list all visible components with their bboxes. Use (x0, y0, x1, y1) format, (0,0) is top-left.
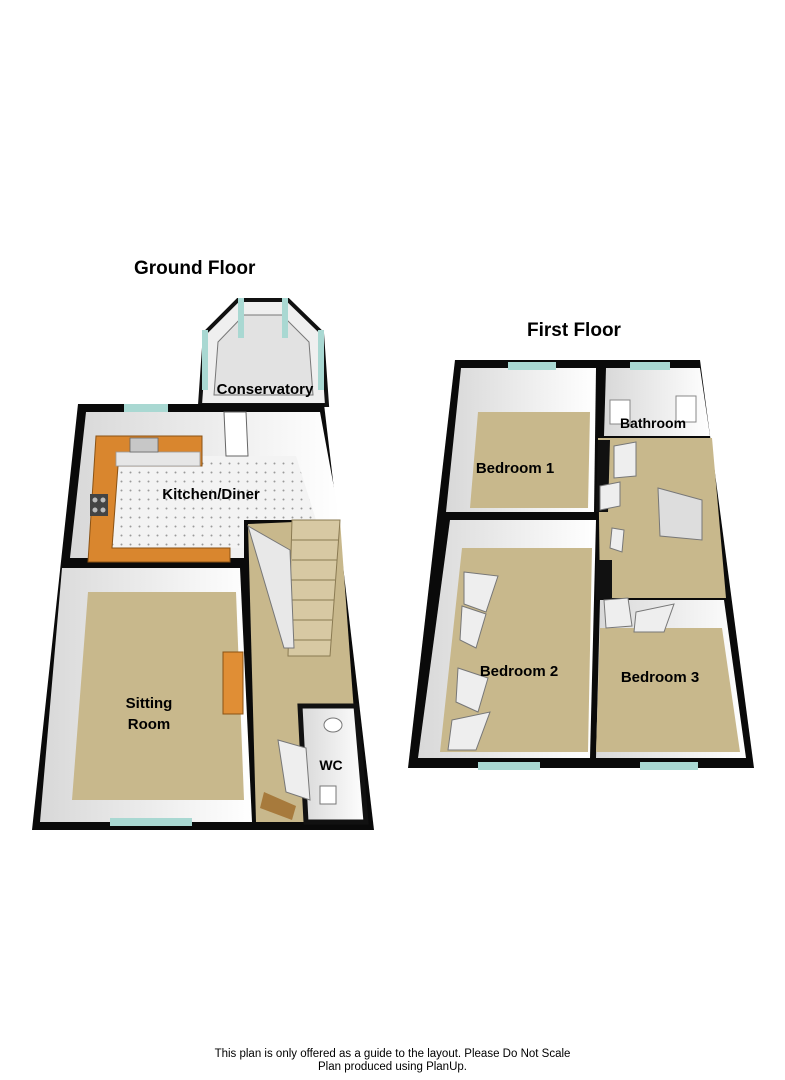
landing-area (596, 438, 726, 598)
sitting-room (40, 568, 252, 826)
bedroom-2-room (418, 520, 625, 770)
kitchen-diner-room (70, 404, 340, 563)
bedroom-1-label: Bedroom 1 (476, 460, 554, 477)
bedroom-1-room (446, 362, 596, 512)
ground-floor-title: Ground Floor (134, 258, 256, 279)
bedroom-3-room (596, 560, 746, 770)
wc-room (277, 703, 369, 825)
ground-floor-plan: Conservatory Kitchen/Diner Sitting Room … (32, 298, 374, 830)
sitting-room-label-line1: Sitting (126, 695, 173, 712)
disclaimer-line-2: Plan produced using PlanUp. (318, 1061, 467, 1073)
kitchen-diner-label: Kitchen/Diner (162, 486, 260, 503)
bedroom-3-label: Bedroom 3 (621, 669, 699, 686)
disclaimer-line-1: This plan is only offered as a guide to … (214, 1048, 571, 1060)
disclaimer-footer: This plan is only offered as a guide to … (0, 1048, 785, 1074)
wc-label: WC (319, 757, 342, 773)
conservatory-label: Conservatory (217, 381, 314, 398)
conservatory-room (197, 298, 330, 407)
first-floor-plan: Bedroom 1 Bathroom Bedroom 2 Bedroom 3 (408, 360, 754, 770)
sitting-room-label-line2: Room (128, 716, 171, 733)
first-floor-title: First Floor (527, 320, 621, 341)
bathroom-label: Bathroom (620, 415, 686, 431)
bathroom-room (604, 362, 710, 436)
bedroom-2-label: Bedroom 2 (480, 663, 558, 680)
